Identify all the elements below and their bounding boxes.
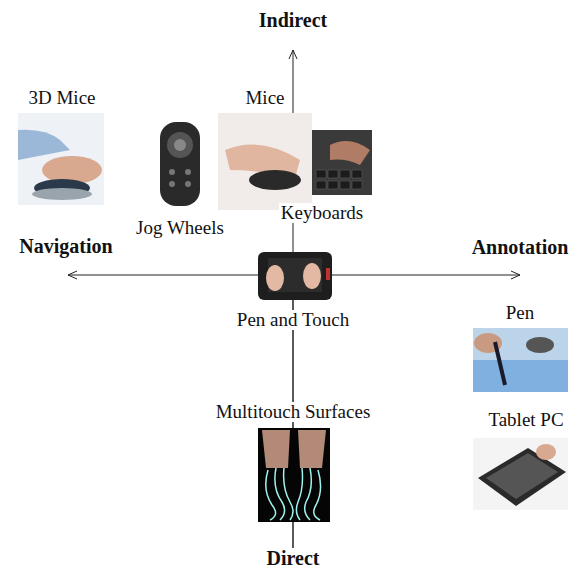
axis-title: Direct (265, 548, 322, 569)
device-label: Pen (504, 303, 537, 323)
mouse-photo (218, 113, 312, 210)
axis-title: Annotation (470, 237, 571, 258)
device-label: Multitouch Surfaces (214, 402, 373, 422)
pen-photo (473, 328, 568, 392)
device-label: Jog Wheels (134, 218, 226, 238)
keyboard-photo (312, 130, 372, 195)
jog-wheel-photo (160, 122, 200, 206)
device-label: Mice (243, 88, 286, 108)
device-label: Keyboards (279, 203, 365, 223)
device-label: 3D Mice (26, 88, 97, 108)
axis-title: Navigation (17, 236, 114, 257)
device-label: Tablet PC (486, 410, 565, 430)
pen-touch-tablet-photo (258, 252, 332, 300)
axis-title: Indirect (257, 10, 330, 31)
multitouch-surface-photo (258, 428, 330, 522)
3d-mouse-photo (18, 113, 104, 205)
device-label: Pen and Touch (235, 310, 351, 330)
tablet-pc-photo (473, 438, 568, 510)
